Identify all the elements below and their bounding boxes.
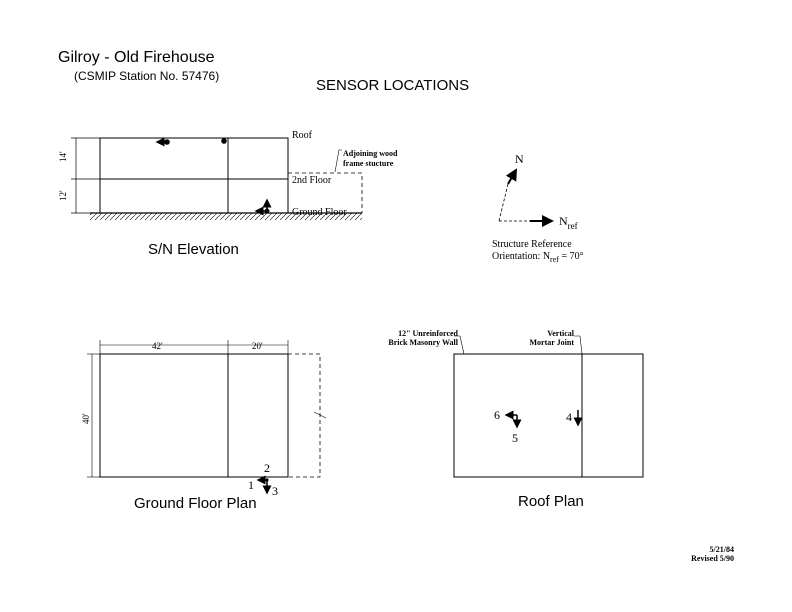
dim-42: 42'	[152, 341, 163, 351]
joint-label-line2: Mortar Joint	[529, 338, 574, 347]
dim-lower-height: 12'	[58, 190, 68, 201]
roof-sensor-dot-2	[221, 138, 227, 144]
roof-plan-caption: Roof Plan	[518, 493, 584, 510]
elevation-caption: S/N Elevation	[148, 241, 239, 258]
sensor-6-label: 6	[494, 408, 500, 422]
ground-floor-label: Ground Floor	[292, 207, 347, 218]
orientation-compass	[498, 168, 554, 227]
dim-upper-height: 14'	[58, 151, 68, 162]
revised-date: Revised 5/90	[691, 554, 734, 563]
ground-floor-plan-caption: Ground Floor Plan	[134, 495, 257, 512]
sensor-5-label: 5	[512, 431, 518, 445]
nref-label: Nref	[559, 214, 578, 231]
site-title: Gilroy - Old Firehouse	[58, 49, 215, 66]
wall-label-line2: Brick Masonry Wall	[388, 338, 458, 347]
sensor-3-label: 3	[272, 484, 278, 498]
joint-label-line1: Vertical	[547, 329, 575, 338]
wall-label-line1: 12" Unreinforced	[398, 329, 458, 338]
page-title: SENSOR LOCATIONS	[316, 77, 470, 94]
station-number: (CSMIP Station No. 57476)	[74, 69, 220, 83]
adjoining-label-line1: Adjoining wood	[343, 149, 398, 158]
ground-floor-plan	[87, 340, 327, 495]
drawing-date: 5/21/84	[710, 545, 734, 554]
north-label: N	[515, 152, 524, 166]
second-floor-label: 2nd Floor	[292, 175, 332, 186]
elevation-view	[71, 137, 363, 220]
dim-20: 20'	[252, 341, 263, 351]
roof-label: Roof	[292, 130, 313, 141]
roof-plan	[453, 335, 644, 478]
sensor-4-label: 4	[566, 410, 572, 424]
orientation-caption-line1: Structure Reference	[492, 239, 572, 250]
sensor-2-label: 2	[264, 461, 270, 475]
adjoining-label-line2: frame stucture	[343, 159, 394, 168]
sensor-1-label: 1	[248, 478, 254, 492]
dim-40: 40'	[81, 413, 91, 424]
orientation-caption-line2: Orientation: Nref = 70°	[492, 251, 584, 264]
